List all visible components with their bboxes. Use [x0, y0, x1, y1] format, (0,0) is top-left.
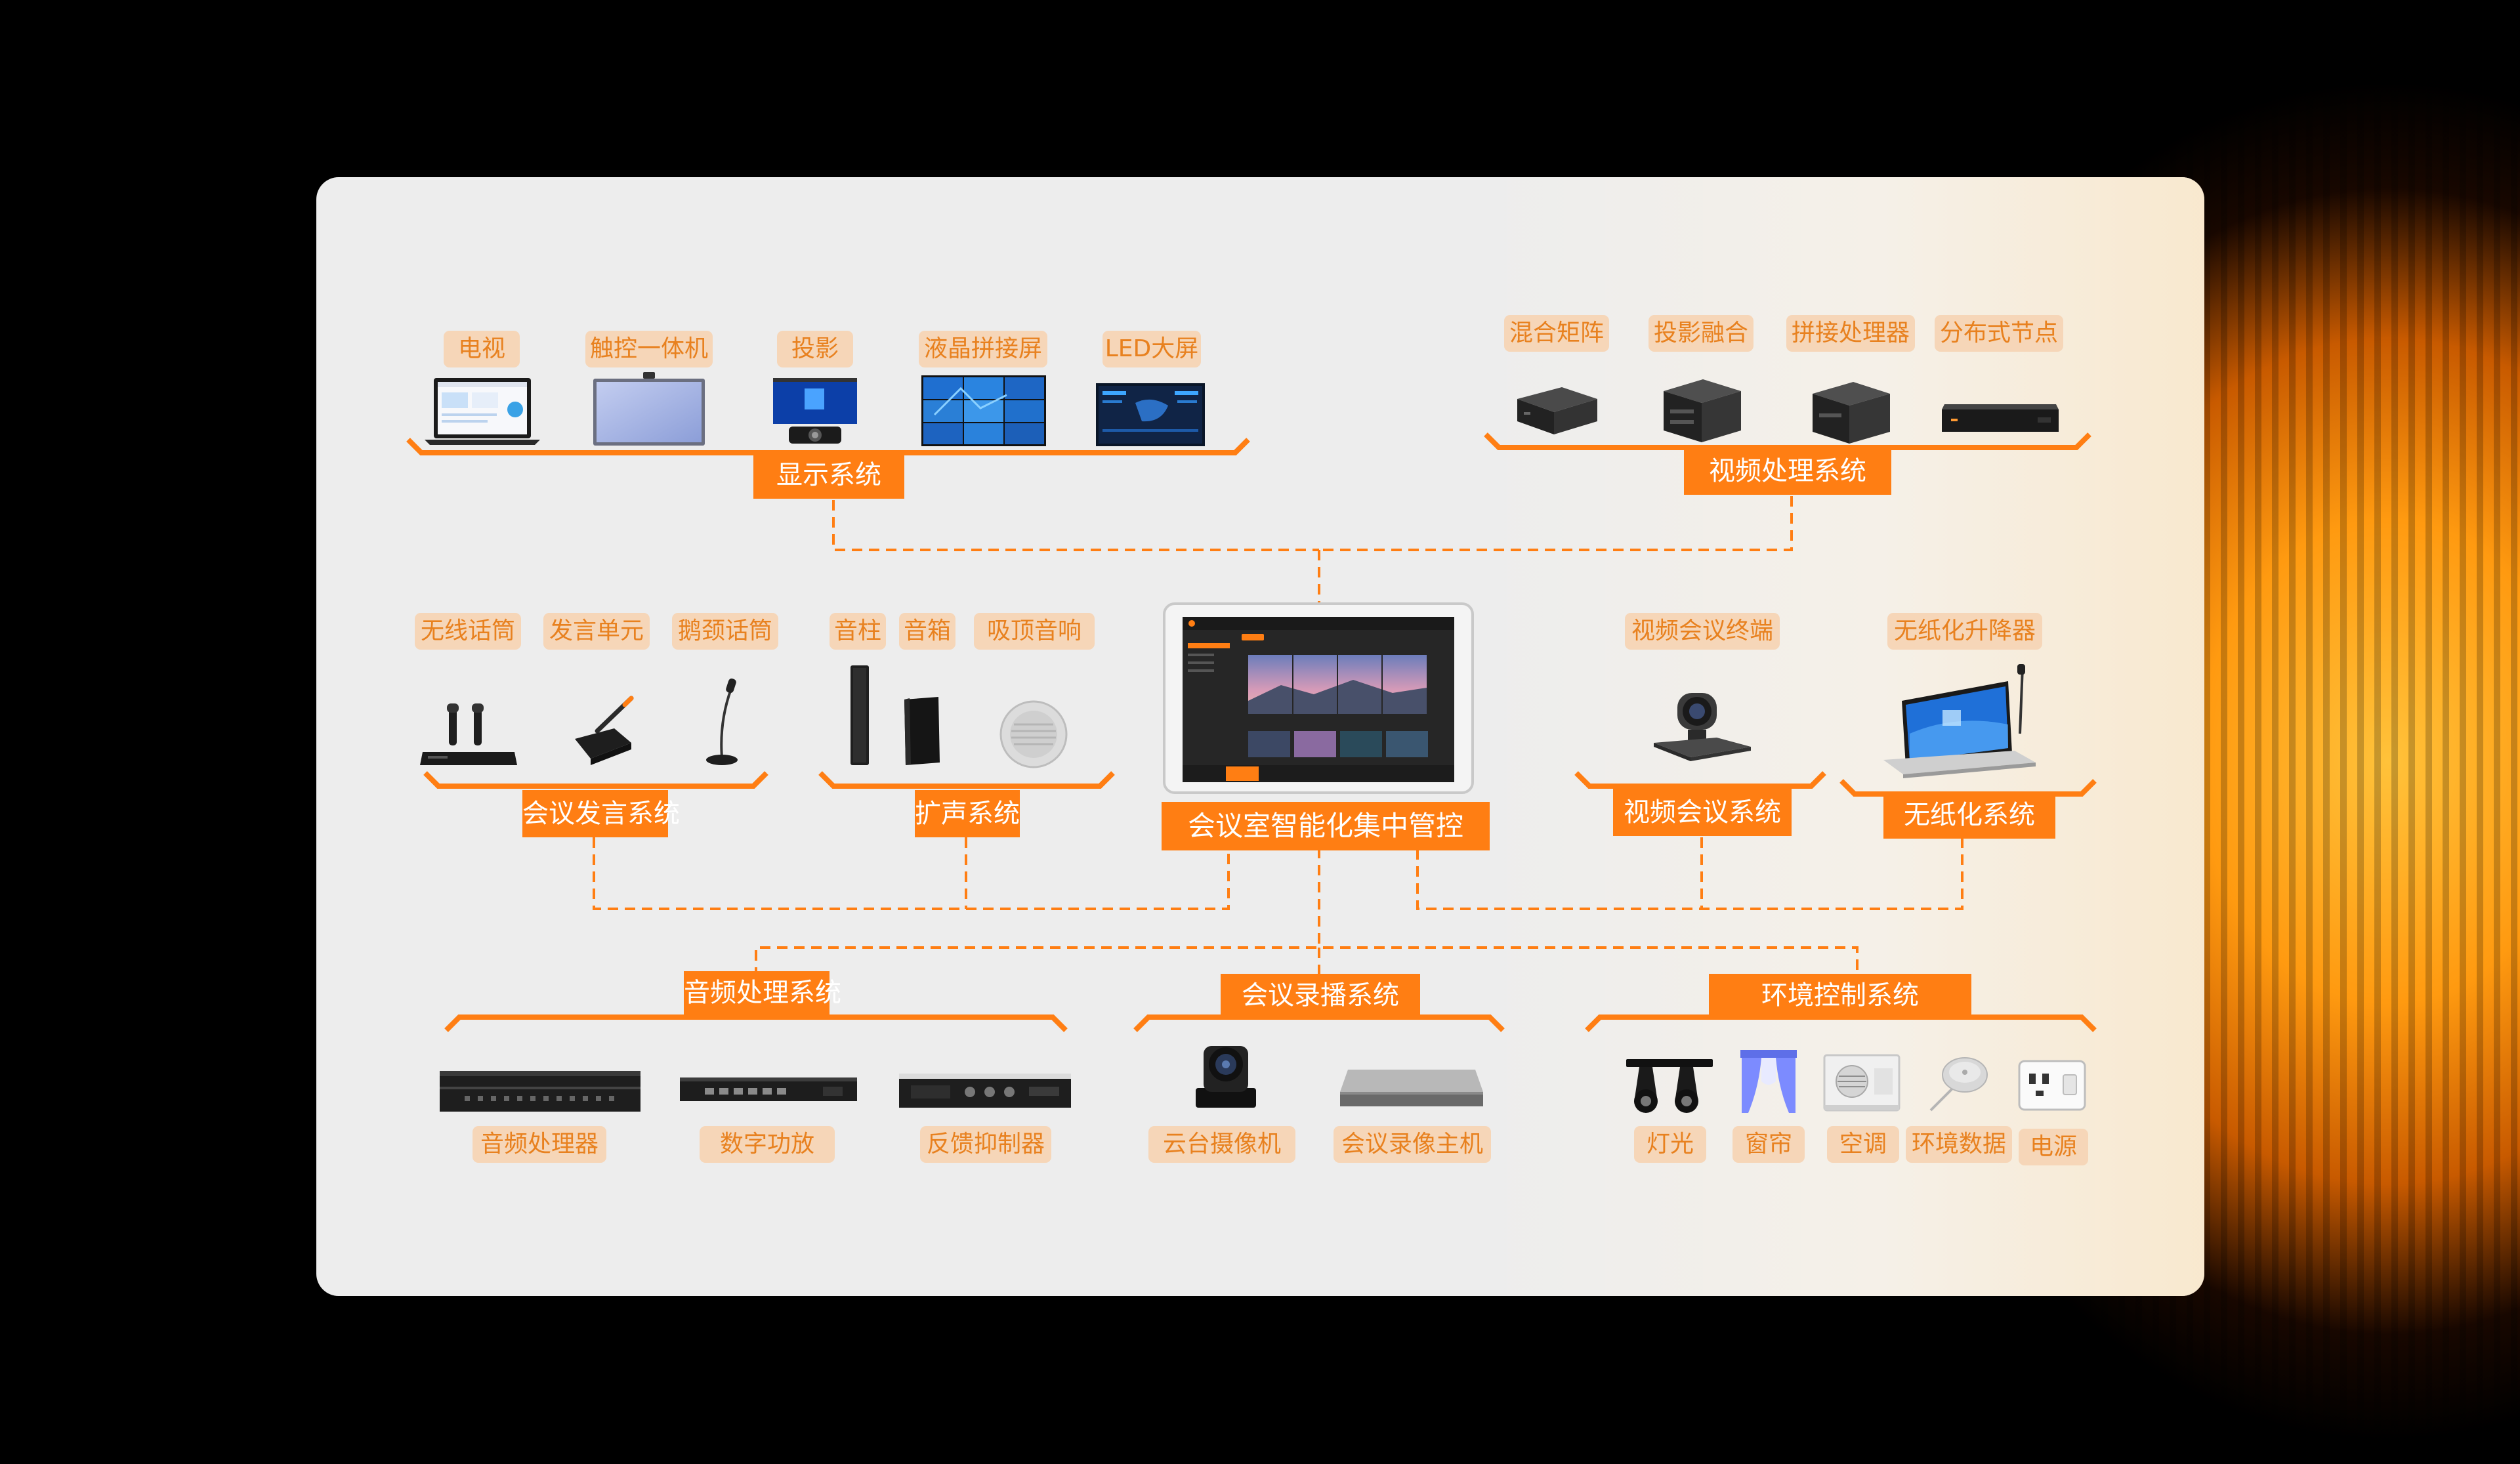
- bracket-environment: [1585, 1014, 2097, 1032]
- air-conditioner-icon: [1823, 1054, 1900, 1112]
- system-center-control: 会议室智能化集中管控: [1162, 802, 1490, 850]
- tag-power: 电源: [2019, 1129, 2088, 1165]
- tag-ceiling-speaker: 吸顶音响: [974, 613, 1095, 650]
- audio-processor-icon: [440, 1071, 640, 1112]
- bracket-speech: [423, 771, 768, 789]
- tag-environment-data: 环境数据: [1906, 1126, 2012, 1163]
- projector-icon: [773, 378, 857, 444]
- tag-vc-terminal: 视频会议终端: [1625, 613, 1780, 650]
- system-display: 显示系统: [753, 451, 904, 499]
- bracket-videoconf: [1574, 771, 1826, 789]
- power-socket-icon: [2018, 1060, 2086, 1111]
- tag-speech-unit: 发言单元: [543, 613, 650, 650]
- dash-bottom-bus: [755, 946, 1858, 978]
- central-control-tablet-icon[interactable]: [1163, 602, 1474, 794]
- tag-hybrid-matrix: 混合矩阵: [1504, 315, 1609, 352]
- column-speaker-icon: [850, 665, 869, 765]
- dash-speech: [593, 837, 1230, 910]
- ceiling-speaker-icon: [999, 700, 1068, 768]
- bracket-pa: [818, 771, 1115, 789]
- tag-paperless-lifter: 无纸化升降器: [1887, 613, 2042, 650]
- tag-amplifier: 数字功放: [700, 1126, 835, 1163]
- led-screen-icon: [1096, 383, 1205, 446]
- tag-led-screen: LED大屏: [1102, 331, 1201, 367]
- amplifier-icon: [680, 1077, 857, 1101]
- wireless-mic-icon: [420, 703, 517, 765]
- tag-projector: 投影: [777, 331, 853, 367]
- bracket-recording: [1133, 1014, 1505, 1032]
- curtain-icon: [1740, 1050, 1797, 1113]
- tag-tv: 电视: [444, 331, 520, 367]
- speaker-box-icon: [904, 697, 940, 765]
- laptop-icon: [425, 378, 540, 445]
- spotlight-icon: [1626, 1059, 1713, 1113]
- node-box-icon: [1942, 404, 2059, 432]
- recorder-icon: [1340, 1070, 1483, 1106]
- tag-air-conditioner: 空调: [1827, 1126, 1899, 1163]
- dash-display: [832, 500, 1319, 551]
- fusion-box-icon: [1664, 379, 1741, 442]
- dash-paperless: [1416, 837, 1964, 910]
- sensor-icon: [1929, 1057, 1988, 1112]
- tag-speaker-box: 音箱: [899, 613, 956, 650]
- tag-splicing-processor: 拼接处理器: [1786, 315, 1915, 352]
- splicing-box-icon: [1813, 382, 1890, 444]
- lift-monitor-icon: [1883, 664, 2036, 778]
- tag-feedback-suppressor: 反馈抑制器: [920, 1126, 1051, 1163]
- tag-recorder: 会议录像主机: [1334, 1126, 1491, 1163]
- tag-ptz-camera: 云台摄像机: [1148, 1126, 1295, 1163]
- system-speech: 会议发言系统: [522, 790, 680, 837]
- system-videoconf: 视频会议系统: [1613, 789, 1792, 836]
- tag-touch-panel: 触控一体机: [585, 331, 713, 367]
- tag-column-speaker: 音柱: [830, 613, 886, 650]
- tag-distributed-node: 分布式节点: [1935, 315, 2063, 352]
- matrix-box-icon: [1517, 387, 1597, 434]
- ptz-camera-icon: [1196, 1046, 1256, 1108]
- system-environment: 环境控制系统: [1709, 974, 1971, 1017]
- bracket-audio: [444, 1014, 1068, 1032]
- dash-video-processing: [1319, 496, 1793, 551]
- system-paperless: 无纸化系统: [1883, 791, 2055, 839]
- tag-wireless-mic: 无线话筒: [415, 613, 521, 650]
- gooseneck-mic-icon: [706, 678, 738, 765]
- tag-gooseneck-mic: 鹅颈话筒: [672, 613, 778, 650]
- system-audio: 音频处理系统: [684, 971, 841, 1014]
- tag-projection-fusion: 投影融合: [1648, 315, 1754, 352]
- tag-lighting: 灯光: [1634, 1126, 1706, 1163]
- tag-video-wall: 液晶拼接屏: [919, 331, 1047, 367]
- system-pa: 扩声系统: [915, 790, 1020, 837]
- conference-camera-icon: [1654, 693, 1751, 761]
- video-wall-icon: [921, 375, 1046, 446]
- feedback-suppressor-icon: [899, 1074, 1071, 1108]
- system-recording: 会议录播系统: [1221, 974, 1420, 1017]
- tag-audio-processor: 音频处理器: [472, 1126, 606, 1163]
- tag-curtain: 窗帘: [1732, 1126, 1805, 1163]
- system-video-processing: 视频处理系统: [1684, 448, 1891, 495]
- touch-panel-icon: [593, 372, 705, 446]
- speech-unit-icon: [575, 696, 634, 765]
